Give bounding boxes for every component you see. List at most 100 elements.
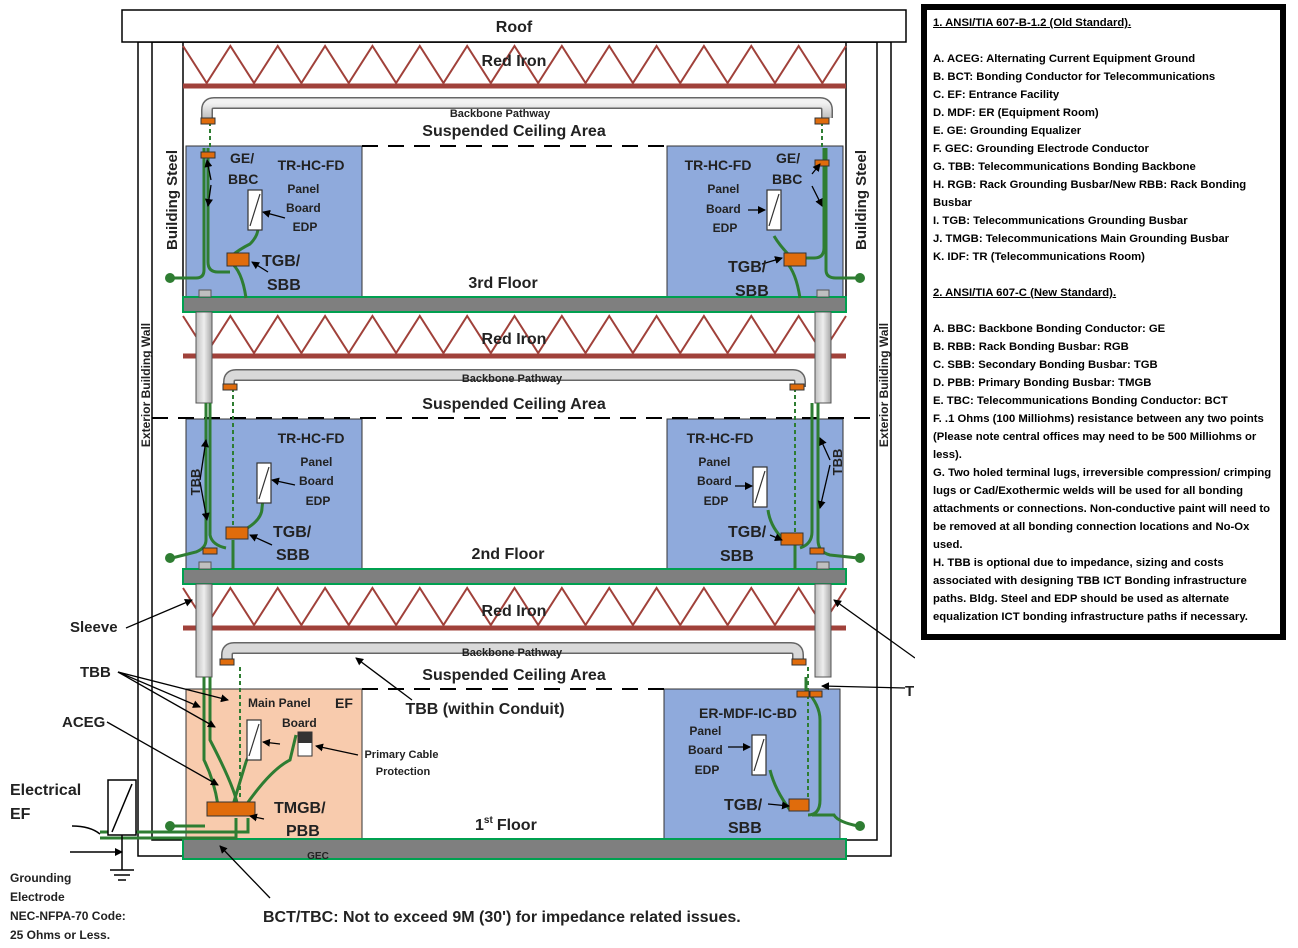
legend-item: E. GE: Grounding Equalizer — [933, 125, 1082, 137]
legend-spacer — [933, 32, 1274, 50]
panel-boards — [246, 189, 782, 776]
main-panel-board-label: Main Panel Board — [248, 696, 317, 730]
truss-web — [182, 586, 847, 627]
legend-item: G. TBB: Telecommunications Bonding Backb… — [933, 161, 1196, 173]
panel-board-label-1-right: Panel Board EDP — [688, 724, 726, 777]
panel-board-label-2-left: Panel Board EDP — [299, 455, 337, 508]
floor-slab-3 — [182, 296, 847, 313]
tbb-callout-left: TBB — [80, 664, 111, 681]
suspended-ceiling-label-1: Suspended Ceiling Area — [422, 667, 606, 684]
truss-web — [182, 314, 847, 355]
exterior-wall-right: Exterior Building Wall — [877, 323, 891, 447]
steel-columns — [195, 311, 832, 678]
truss-web — [182, 44, 847, 85]
tr-room-label-2-left: TR-HC-FD — [278, 430, 345, 446]
red-iron-label-3: Red Iron — [482, 53, 547, 70]
panel-board-label-2-right: Panel Board EDP — [697, 455, 735, 508]
steel-caps — [198, 289, 830, 570]
backbone-pathways: Backbone Pathway Backbone Pathway Backbo… — [201, 97, 833, 660]
legend-item: G. Two holed terminal lugs, irreversible… — [933, 467, 1272, 551]
tr-room-label-3-left: TR-HC-FD — [278, 157, 345, 173]
bonding-lugs — [200, 117, 830, 698]
tgb-sbb-label-3-right: TGB/ SBB — [728, 259, 771, 300]
legend-new-list: A. BBC: Backbone Bonding Conductor: GE B.… — [933, 320, 1274, 626]
red-iron-label-2: Red Iron — [482, 331, 547, 348]
floor-slab-1 — [182, 838, 847, 860]
tgb-sbb-label-1-right: TGB/ SBB — [724, 797, 767, 837]
backbone-pathway-label-1: Backbone Pathway — [462, 647, 563, 659]
legend-item: H. TBB is optional due to impedance, siz… — [933, 557, 1248, 623]
er-room-label: ER-MDF-IC-BD — [699, 705, 797, 721]
legend-item: I. TGB: Telecommunications Grounding Bus… — [933, 215, 1188, 227]
legend-item: J. TMGB: Telecommunications Main Groundi… — [933, 233, 1230, 245]
legend-item: C. EF: Entrance Facility — [933, 89, 1060, 101]
aceg-label: ACEG — [62, 714, 105, 731]
busbars — [206, 252, 810, 817]
legend-old-heading: 1. ANSI/TIA 607-B-1.2 (Old Standard). — [933, 17, 1132, 29]
building-steel-right: Building Steel — [853, 150, 870, 250]
legend-spacer — [933, 302, 1274, 320]
tr-room-label-2-right: TR-HC-FD — [687, 430, 754, 446]
legend-item: C. SBB: Secondary Bonding Busbar: TGB — [933, 359, 1158, 371]
legend-item: A. BBC: Backbone Bonding Conductor: GE — [933, 323, 1166, 335]
gec-partial-label: GEC — [307, 851, 329, 862]
tgb-sbb-label-3-left: TGB/ SBB — [262, 253, 305, 294]
tbb-callout-right: TBB — [905, 683, 915, 700]
ge-bbc-label-left: GE/ BBC — [228, 150, 258, 187]
primary-cable-protection-box — [297, 731, 313, 757]
tmgb-pbb-label: TMGB/ PBB — [274, 800, 330, 840]
tbb-conduit-label: TBB (within Conduit) — [405, 701, 564, 718]
suspended-ceiling-label-3: Suspended Ceiling Area — [422, 123, 606, 140]
building-cross-section: Roof Backbone Pathway Backbone Pathway B… — [10, 9, 915, 942]
sleeve-label-left: Sleeve — [70, 619, 118, 636]
tgb-sbb-label-2-left: TGB/ SBB — [273, 524, 316, 564]
grounding-electrode-label: Grounding Electrode NEC-NFPA-70 Code: 25… — [10, 871, 129, 942]
tr-room-label-3-right: TR-HC-FD — [685, 157, 752, 173]
backbone-pathway-label-2: Backbone Pathway — [462, 373, 563, 385]
ge-bbc-label-right: GE/ BBC — [772, 150, 804, 187]
red-iron-trusses — [182, 44, 847, 631]
callout-arrows — [106, 159, 915, 899]
dashed-drops — [209, 122, 823, 800]
legend-item: A. ACEG: Alternating Current Equipment G… — [933, 53, 1196, 65]
legend-new-heading: 2. ANSI/TIA 607-C (New Standard). — [933, 287, 1117, 299]
grounding-electrode-symbol — [70, 779, 137, 881]
suspended-ceiling-label-2: Suspended Ceiling Area — [422, 396, 606, 413]
ground-terminals — [165, 273, 865, 831]
legend-old-list: A. ACEG: Alternating Current Equipment G… — [933, 50, 1274, 266]
green-conductors — [100, 148, 859, 840]
tgb-sbb-label-2-right: TGB/ SBB — [720, 524, 771, 565]
legend-item: F. GEC: Grounding Electrode Conductor — [933, 143, 1149, 155]
bct-tbc-note: BCT/TBC: Not to exceed 9M (30') for impe… — [263, 909, 741, 926]
backbone-pathway-label-3: Backbone Pathway — [450, 108, 551, 120]
legend-panel: 1. ANSI/TIA 607-B-1.2 (Old Standard). A.… — [921, 4, 1286, 640]
floor-slab-2 — [182, 568, 847, 585]
roof: Roof — [121, 9, 907, 43]
suspended-ceiling-lines — [152, 145, 877, 690]
legend-spacer — [933, 266, 1274, 284]
ef-label: EF — [335, 695, 353, 711]
electrical-ef-label: Electrical EF — [10, 782, 86, 823]
roof-label: Roof — [496, 19, 533, 36]
legend-item: D. PBB: Primary Bonding Busbar: TMGB — [933, 377, 1152, 389]
primary-cable-protection-label: Primary Cable Protection — [364, 749, 441, 778]
legend-item: F. .1 Ohms (100 Milliohms) resistance be… — [933, 413, 1264, 461]
panel-board-label-3-left: Panel Board EDP — [286, 182, 324, 234]
legend-item: K. IDF: TR (Telecommunications Room) — [933, 251, 1145, 263]
legend-item: B. RBB: Rack Bonding Busbar: RGB — [933, 341, 1129, 353]
diagram-labels: Red Iron Red Iron Red Iron Suspended Cei… — [10, 53, 915, 942]
floor-2-label: 2nd Floor — [472, 546, 545, 563]
tbb-label-right: TBB — [830, 449, 845, 476]
exterior-wall-left: Exterior Building Wall — [139, 323, 153, 447]
floor-3-label: 3rd Floor — [468, 275, 537, 292]
legend-item: D. MDF: ER (Equipment Room) — [933, 107, 1099, 119]
legend-item: H. RGB: Rack Grounding Busbar/New RBB: R… — [933, 179, 1247, 209]
building-steel-left: Building Steel — [164, 150, 181, 250]
legend-item: E. TBC: Telecommunications Bonding Condu… — [933, 395, 1228, 407]
panel-board-label-3-right: Panel Board EDP — [706, 182, 744, 235]
legend-item: B. BCT: Bonding Conductor for Telecommun… — [933, 71, 1216, 83]
red-iron-label-1: Red Iron — [482, 603, 547, 620]
tbb-label-left: TBB — [188, 469, 203, 496]
